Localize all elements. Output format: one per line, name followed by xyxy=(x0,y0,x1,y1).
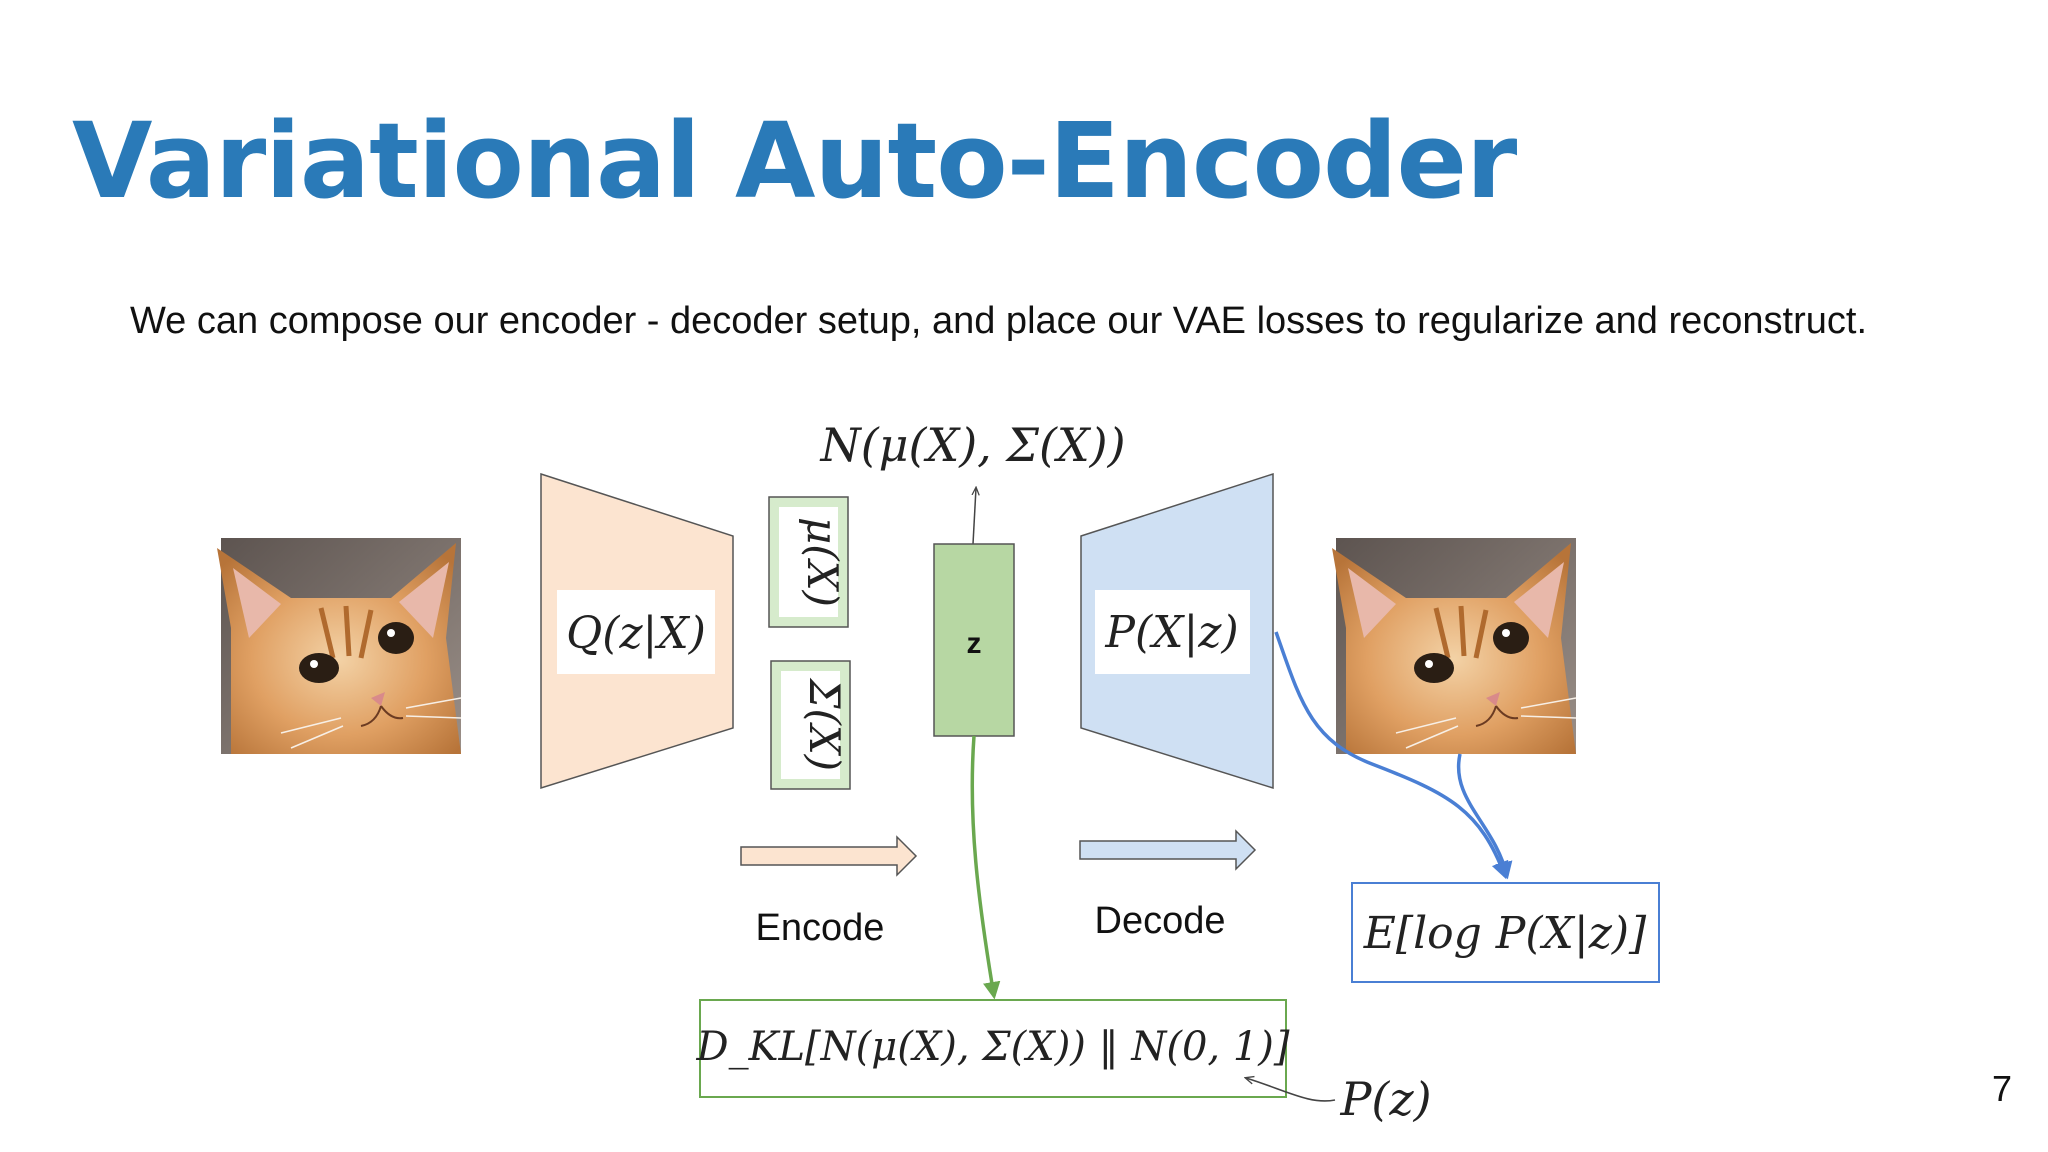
slide-title: Variational Auto-Encoder xyxy=(72,100,1517,222)
prior-label: P(z) xyxy=(1339,1072,1431,1126)
encode-arrow xyxy=(740,835,918,877)
kl-arrow xyxy=(970,735,1001,1000)
z-label: z xyxy=(967,627,982,660)
page-number: 7 xyxy=(1991,1068,2012,1109)
mu-label: μ(X) xyxy=(798,517,847,607)
decoder-label: P(X|z) xyxy=(1104,607,1238,658)
decode-label: Decode xyxy=(1095,900,1226,942)
reconstruction-loss-box xyxy=(1351,882,1660,983)
z-to-distribution-arrow xyxy=(973,488,976,545)
output-cat-image xyxy=(1332,538,1577,754)
decode-arrow xyxy=(1079,829,1257,871)
slide-subtitle: We can compose our encoder - decoder set… xyxy=(130,300,1867,342)
encode-label: Encode xyxy=(756,907,885,949)
kl-loss-label: D_KL[N(μ(X), Σ(X)) ‖ N(0, 1)] xyxy=(696,1024,1290,1070)
latent-distribution-label: N(μ(X), Σ(X)) xyxy=(819,418,1125,472)
prior-arrow xyxy=(1246,1078,1336,1102)
kl-loss-box xyxy=(699,999,1287,1098)
recon-arrow-output xyxy=(1456,753,1513,880)
encoder-label-box xyxy=(557,590,715,674)
recon-arrow-decoder xyxy=(1274,631,1509,880)
input-cat-image xyxy=(217,538,462,754)
reconstruction-loss-label: E[log P(X|z)] xyxy=(1363,908,1647,959)
encoder-label: Q(z|X) xyxy=(566,608,706,659)
sigma-label: Σ(X) xyxy=(800,677,849,771)
decoder-label-box xyxy=(1095,590,1250,674)
